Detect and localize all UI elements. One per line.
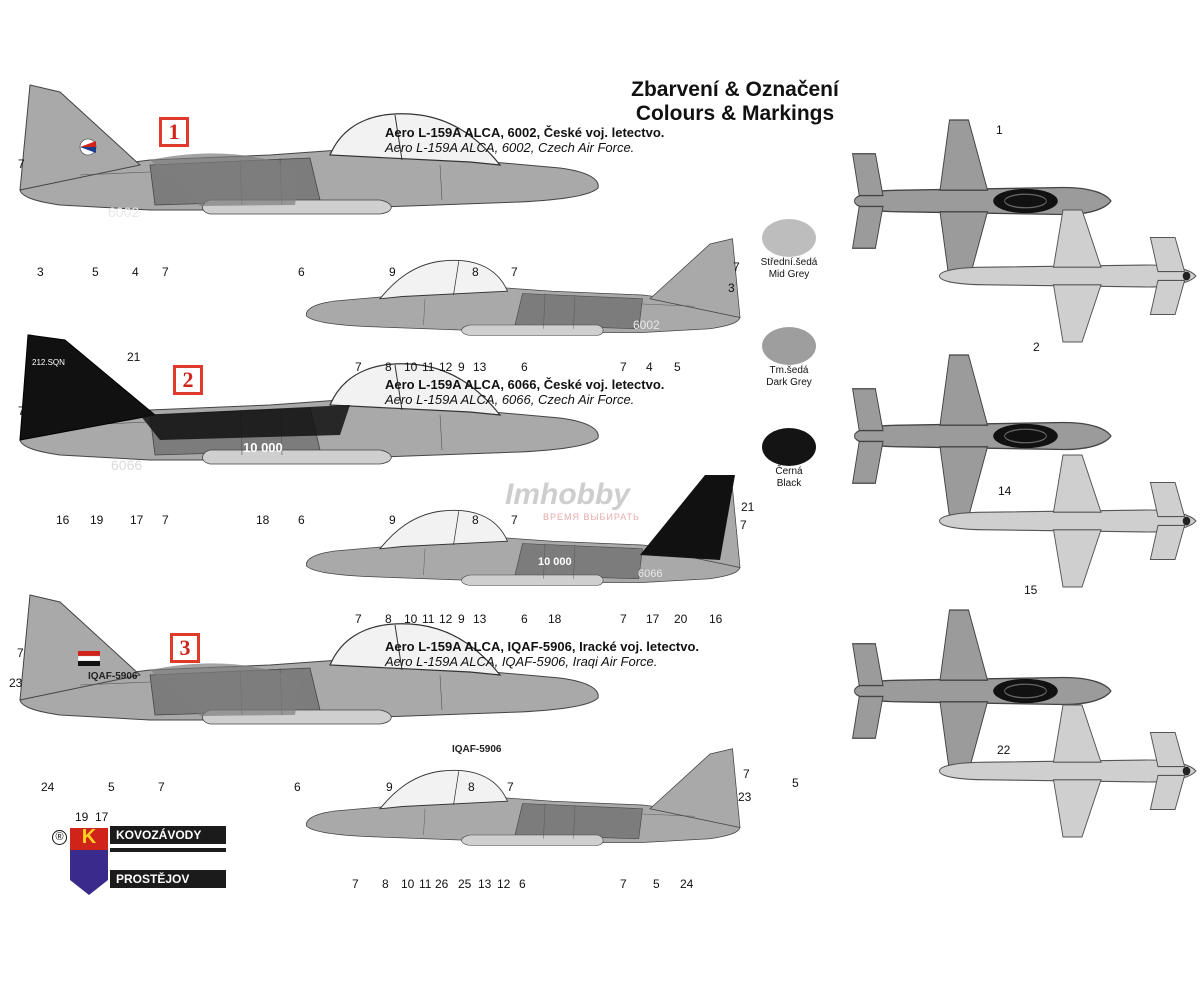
caption-cz-2: Aero L-159A ALCA, 6066, České voj. letec… — [385, 377, 665, 392]
title-cz: Zbarvení & Označení — [631, 78, 839, 101]
caption-en-2: Aero L-159A ALCA, 6066, Czech Air Force. — [385, 392, 635, 407]
squadron-2: 212.SQN — [32, 358, 65, 367]
swatch-black — [762, 428, 816, 466]
nose-code-2-b: 10 000 — [538, 556, 572, 568]
scheme-badge-3: 3 — [170, 633, 200, 663]
serial-1: 6002 — [108, 204, 140, 220]
watermark-brand: Imhobby — [505, 478, 630, 511]
caption-cz-3: Aero L-159A ALCA, IQAF-5906, Iracké voj.… — [385, 639, 700, 654]
logo-line1: KOVOZÁVODY — [110, 826, 226, 844]
logo-letter: K — [81, 826, 97, 848]
scheme-badge-2: 2 — [173, 365, 203, 395]
watermark-slogan: ВРЕМЯ ВЫБИРАТЬ — [543, 512, 640, 522]
serial-3: IQAF-5906 — [88, 671, 138, 682]
serial-2-b: 6066 — [638, 568, 663, 580]
logo-stripe — [110, 848, 226, 852]
caption-en-1: Aero L-159A ALCA, 6002, Czech Air Force. — [385, 140, 635, 155]
caption-en-3: Aero L-159A ALCA, IQAF-5906, Iraqi Air F… — [385, 654, 658, 669]
swatch-dark-grey — [762, 327, 816, 365]
swatch-mid-grey — [762, 219, 816, 257]
registered-mark: ® — [52, 830, 67, 845]
title-en: Colours & Markings — [635, 102, 835, 125]
serial-1-b: 6002 — [633, 318, 660, 332]
scheme-badge-1: 1 — [159, 117, 189, 147]
serial-3-b: IQAF-5906 — [452, 744, 502, 755]
logo-line2: PROSTĚJOV — [110, 870, 226, 888]
caption-cz-1: Aero L-159A ALCA, 6002, České voj. letec… — [385, 125, 665, 140]
serial-2: 6066 — [111, 457, 143, 473]
nose-code-2: 10 000 — [243, 440, 283, 455]
